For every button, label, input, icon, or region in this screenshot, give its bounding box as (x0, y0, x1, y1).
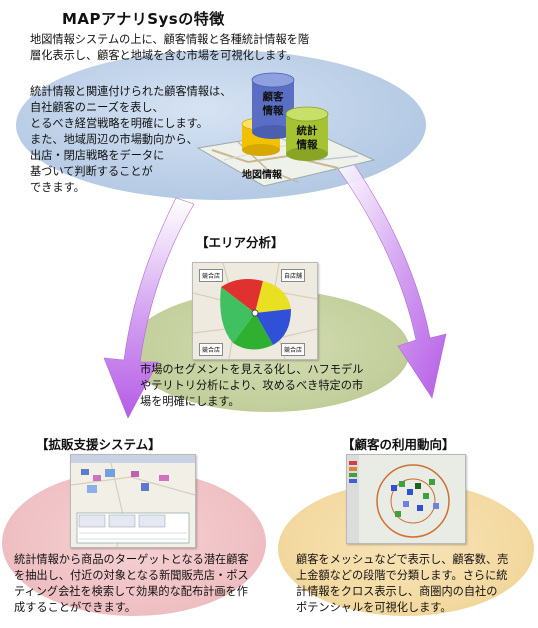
arrow-to-sales-support (103, 197, 195, 419)
area-analysis-line-2: やテリトリ分析により、攻めるべき特定の市 (140, 379, 364, 392)
overview-line-3: とるべき経営戦略を明確にします。 (30, 117, 208, 130)
area-analysis-map-screenshot: 競合店 自店舗 競合店 競合店 (192, 262, 318, 360)
area-analysis-heading: 【エリア分析】 (196, 235, 284, 250)
overview-line-7: できます。 (30, 181, 85, 194)
map-tag-competitor-3: 競合店 (281, 343, 306, 356)
sales-support-graphic (71, 455, 195, 547)
intro-line-1: 地図情報システムの上に、顧客情報と各種統計情報を階 (30, 33, 310, 46)
overview-line-4: また、地域周辺の市場動向から、 (30, 133, 198, 146)
layer-illustration: 顧客 情報 統計 情報 地図情報 (196, 72, 376, 187)
cylinder-stats: 統計 情報 (285, 106, 329, 161)
sales-support-line-1: 統計情報から商品のターゲットとなる潜在顧客 (14, 553, 249, 566)
map-info-label: 地図情報 (242, 168, 283, 181)
customer-usage-line-2: 上金額などの段階で分類します。さらに統 (296, 569, 508, 582)
arrow-to-customer-usage (335, 157, 447, 399)
customer-usage-line-3: 計情報をクロス表示し、商圏内の自社の (296, 585, 498, 598)
map-tag-own-store: 自店舗 (281, 269, 306, 282)
overview-line-6: 基づいて判断することが (30, 165, 153, 178)
area-analysis-line-3: 場を明確にします。 (140, 395, 240, 408)
cylinder-stats-label-1: 統計 (297, 124, 318, 137)
cylinder-customer-label-2: 情報 (263, 104, 284, 117)
customer-usage-heading: 【顧客の利用動向】 (342, 437, 455, 452)
sales-support-line-3: ティング会社を検索して効果的な配布計画を作 (14, 585, 248, 598)
cylinder-stats-label-2: 情報 (297, 138, 318, 151)
sales-support-line-2: を抽出し、付近の対象となる新聞販売店・ポス (14, 569, 249, 582)
area-analysis-line-1: 市場のセグメントを見える化し、ハフモデル (140, 363, 364, 376)
map-tag-competitor-2: 競合店 (199, 343, 224, 356)
sales-support-line-4: 成することができます。 (14, 601, 136, 614)
customer-usage-graphic (347, 455, 465, 543)
sales-support-screenshot (70, 454, 196, 548)
page-title: MAPアナリSysの特徴 (62, 10, 225, 28)
intro-line-2: 層化表示し、顧客と地域を含む市場を可視化します。 (30, 49, 298, 62)
customer-usage-line-1: 顧客をメッシュなどで表示し、顧客数、売 (296, 553, 509, 566)
customer-usage-screenshot (346, 454, 466, 544)
overview-line-2: 自社顧客のニーズを表し、 (30, 101, 164, 114)
map-tag-competitor-1: 競合店 (199, 269, 224, 282)
overview-line-1: 統計情報と関連付けられた顧客情報は、 (30, 85, 232, 98)
cylinder-customer-label-1: 顧客 (263, 90, 284, 103)
sales-support-heading: 【拡販支援システム】 (36, 437, 161, 452)
overview-line-5: 出店・閉店戦略をデータに (30, 149, 165, 162)
customer-usage-line-4: ポテンシャルを可視化します。 (296, 601, 452, 614)
